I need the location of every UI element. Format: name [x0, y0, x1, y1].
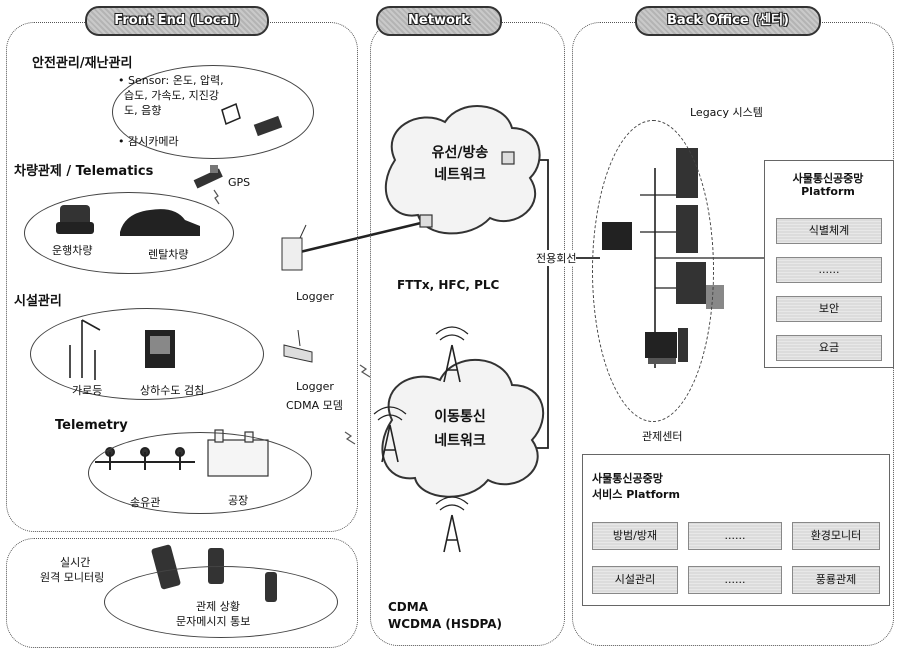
service-platform-title-2: 서비스 Platform — [592, 486, 680, 502]
sms-line-1: 관제 상황 — [196, 598, 240, 614]
front-end-header: Front End (Local) — [85, 6, 269, 36]
logger2-line-2: CDMA 모뎀 — [286, 397, 343, 413]
mobile-tech-line-1: CDMA — [388, 600, 428, 614]
water-meter-label: 상하수도 검침 — [140, 382, 204, 398]
mobile-tech-line-2: WCDMA (HSDPA) — [388, 617, 502, 631]
logger2-line-1: Logger — [296, 380, 334, 393]
legacy-ellipse — [592, 120, 714, 422]
platform-item-identification: 식별체계 — [776, 218, 882, 244]
platform-item-billing: 요금 — [776, 335, 882, 361]
camera-label: • 감시카메라 — [118, 133, 179, 149]
legacy-system-label: Legacy 시스템 — [690, 104, 763, 120]
wired-cloud-line-2: 네트워크 — [420, 164, 500, 184]
sms-line-2: 문자메시지 통보 — [176, 613, 250, 629]
telemetry-title: Telemetry — [55, 418, 128, 433]
vehicle-ellipse — [24, 192, 234, 274]
gps-label: GPS — [228, 176, 250, 189]
realtime-line-2: 원격 모니터링 — [40, 569, 104, 585]
sensor-line-1: • Sensor: 온도, 압력, — [118, 72, 224, 88]
logger-label: Logger — [296, 290, 334, 303]
wired-cloud-line-1: 유선/방송 — [420, 142, 500, 162]
sensor-line-2: 습도, 가속도, 지진강 — [124, 87, 219, 103]
facility-title: 시설관리 — [14, 290, 62, 309]
rental-vehicle-label: 렌탈차량 — [148, 246, 188, 262]
network-header: Network — [376, 6, 502, 36]
network-panel — [370, 22, 565, 646]
back-office-header: Back Office (센터) — [635, 6, 821, 36]
service-item-environment-monitor: 환경모니터 — [792, 522, 880, 550]
service-item-logistics-control: 풍룡관제 — [792, 566, 880, 594]
sensor-line-3: 도, 음향 — [124, 102, 161, 118]
platform-title-1: 사물통신공중망 — [764, 170, 892, 186]
mobile-cloud-line-2: 네트워크 — [420, 430, 500, 450]
dedicated-line-label: 전용회선 — [536, 250, 576, 266]
realtime-line-1: 실시간 — [60, 554, 90, 570]
plant-label: 공장 — [228, 492, 248, 508]
pipeline-label: 송유관 — [130, 494, 160, 510]
platform-item-ellipsis: ...... — [776, 257, 882, 283]
service-platform-title-1: 사물통신공중망 — [592, 470, 663, 486]
service-item-facility-management: 시설관리 — [592, 566, 678, 594]
mobile-cloud-line-1: 이동통신 — [420, 406, 500, 426]
platform-item-security: 보안 — [776, 296, 882, 322]
platform-title-2: Platform — [764, 185, 892, 198]
safety-title: 안전관리/재난관리 — [32, 52, 132, 71]
streetlight-label: 가로등 — [72, 382, 102, 398]
vehicle-title: 차량관제 / Telematics — [14, 160, 153, 179]
service-item-ellipsis-2: ...... — [688, 566, 782, 594]
service-item-ellipsis-1: ...... — [688, 522, 782, 550]
telemetry-ellipse — [88, 432, 312, 514]
operating-vehicle-label: 운행차량 — [52, 242, 92, 258]
control-center-label: 관제센터 — [642, 428, 682, 444]
wired-tech-label: FTTx, HFC, PLC — [397, 278, 499, 292]
service-item-crime-prevention: 방범/방재 — [592, 522, 678, 550]
